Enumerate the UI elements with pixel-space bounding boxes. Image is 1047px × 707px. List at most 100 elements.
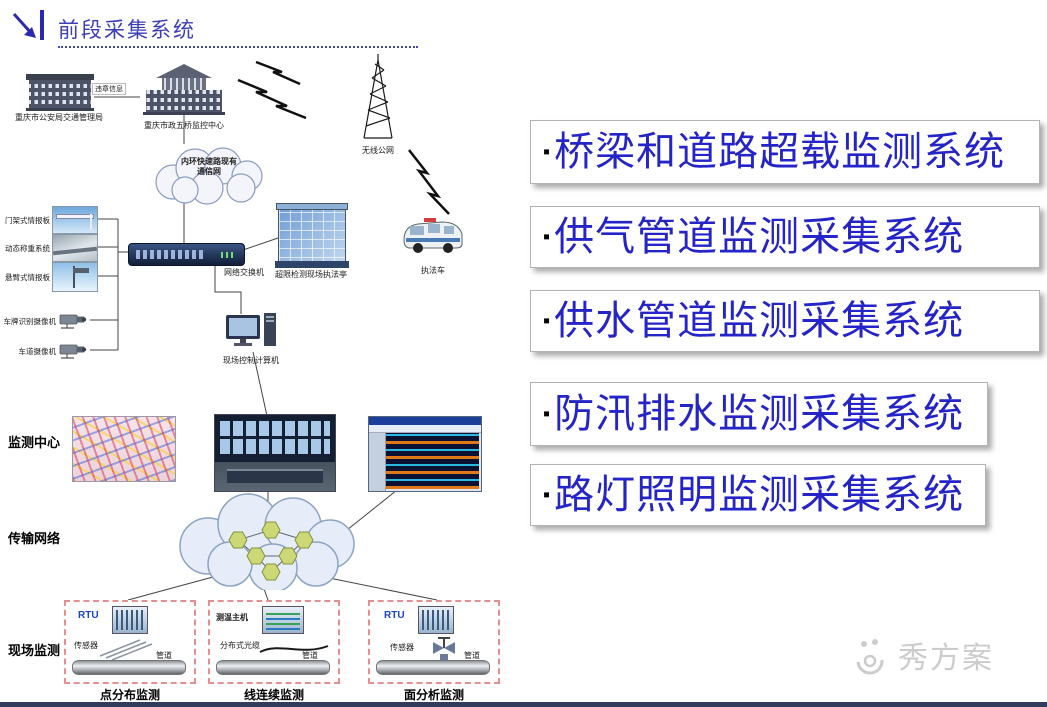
switch-ports [136,250,204,259]
device-label: 测温主机 [216,613,248,622]
screenshot-monitoring-software [368,416,482,492]
watermark-text: 秀方案 [898,642,994,675]
network-switch-icon [128,243,245,266]
lane-camera-icon [59,344,87,359]
tower-label: 无线公网 [362,146,394,155]
plate-camera-icon [59,314,87,329]
cantilever-board-thumbnail [52,262,98,292]
radio-wave-icon [408,149,450,215]
device-label-lane-camera: 车道摄像机 [18,347,57,356]
bullet-icon: ▪ [543,403,551,425]
software-menu-bar [369,425,481,433]
software-title-bar [369,417,481,425]
control-room-screen-wall [220,420,330,454]
gantry-board-thumbnail [52,206,98,234]
weighing-system-thumbnail [52,234,98,262]
temperature-host-image [262,606,304,634]
switch-leds [221,252,236,258]
pipe-image [72,660,186,675]
section-label-transmission-network: 传输网络 [8,531,61,546]
list-item-bridge-overload: ▪ 桥梁和道路超载监测系统 [530,120,1040,184]
booth-label: 超限检测现场执法亭 [275,270,347,279]
header-arrow-icon [12,10,44,40]
watermark: 秀方案 [848,632,994,678]
comm-cloud-label: 内环快速路现有 通信网 [150,157,268,178]
cantilever-pole [73,266,75,288]
screenshot-control-room [214,414,336,492]
rtu-unit-image [112,606,148,634]
fiber-cable-icon [259,645,329,653]
pipe-image [376,660,490,675]
software-left-panel [369,433,386,491]
computer-label: 现场控制计算机 [223,356,279,365]
van-label: 执法车 [421,266,445,275]
switch-label: 网络交换机 [224,268,264,277]
field-box-point: RTU 传感器 管道 点分布监测 [64,600,196,702]
road-strip [52,246,98,256]
bullet-icon: ▪ [543,141,551,163]
radio-tower-icon [363,54,393,139]
monitor-center-building-label: 重庆市政五桥监控中心 [144,121,224,130]
comm-cloud-label-line1: 内环快速路现有 [181,157,237,166]
rtu-unit-image [418,606,454,634]
bullet-icon: ▪ [543,484,551,506]
control-room-console [227,469,323,483]
list-item-text: 防汛排水监测采集系统 [554,392,965,436]
list-item-text: 桥梁和道路超载监测系统 [554,130,1006,174]
sensor-label: 分布式光缆 [220,641,260,650]
comm-cloud-label-line2: 通信网 [197,167,221,177]
page-title: 前段采集系统 [58,19,196,42]
bullet-icon: ▪ [543,226,551,248]
device-label: RTU [384,610,405,621]
police-building-icon [26,74,94,111]
title-underline [58,46,418,48]
field-box-caption: 面分析监测 [403,688,464,702]
sensor-needles-icon [99,639,153,660]
list-item-text: 供气管道监测采集系统 [554,215,965,259]
unit-ports [266,610,300,630]
pipe-image [216,660,330,675]
enforcement-van-icon [403,218,463,253]
field-box-caption: 点分布监测 [99,688,160,702]
device-label: RTU [78,610,99,621]
field-box-line: 测温主机 分布式光缆 管道 线连续监测 [208,600,340,702]
section-label-field-monitoring: 现场监测 [8,643,61,658]
bullet-icon: ▪ [543,310,551,332]
radio-wave-icon [237,60,307,120]
pipe-label: 管道 [302,651,318,660]
booth-roof [276,203,348,210]
list-item-gas-pipeline: ▪ 供气管道监测采集系统 [530,206,1040,268]
field-box-caption: 线连续监测 [243,688,304,702]
unit-ports [116,610,144,630]
sensor-label: 传感器 [390,643,414,652]
field-box-area: RTU 传感器 管道 面分析监测 [368,600,500,702]
cantilever-arm [73,268,89,273]
sensor-label: 传感器 [74,641,98,650]
device-label-cantilever-board: 悬臂式情报板 [5,273,50,282]
transmission-cloud-icon [179,493,355,590]
pipe-label: 管道 [156,651,172,660]
device-label-gantry-board: 门架式情报板 [5,216,50,225]
gantry-post [90,214,92,230]
monitor-center-building-icon [143,64,225,115]
section-label-monitor-center: 监测中心 [8,435,61,450]
comm-cloud-icon [155,147,263,205]
list-item-water-pipeline: ▪ 供水管道监测采集系统 [530,290,1040,352]
police-building-label: 重庆市公安局交通管理局 [15,113,103,122]
list-item-street-lighting: ▪ 路灯照明监测采集系统 [530,464,986,526]
info-tag: 违章信息 [92,83,126,95]
watermark-logo-icon [856,639,884,675]
device-label-plate-camera: 车牌识别摄像机 [3,317,57,326]
enforcement-booth-icon [275,203,349,268]
software-waveform-rows [386,433,479,489]
list-item-text: 供水管道监测采集系统 [554,299,965,343]
list-item-text: 路灯照明监测采集系统 [554,473,965,517]
valve-icon [433,637,455,660]
gantry-bar [56,214,94,219]
screenshot-map [72,416,176,482]
network-node-icons [228,521,314,581]
booth-base [275,261,349,268]
pipe-label: 管道 [464,651,480,660]
device-label-weighing-system: 动态称重系统 [5,244,50,253]
